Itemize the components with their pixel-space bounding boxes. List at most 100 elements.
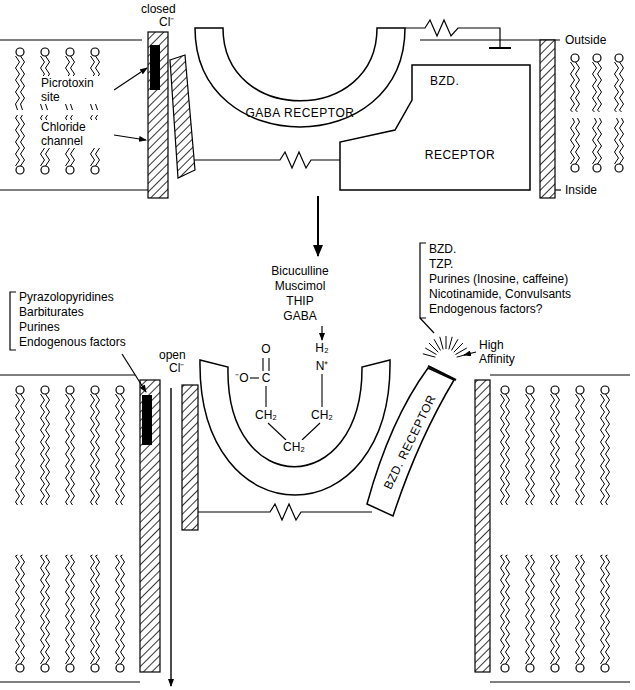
leader-arrow: [114, 68, 147, 90]
receptor-name: GABA RECEPTOR: [246, 106, 355, 120]
lipid-head: [66, 166, 74, 174]
lipid-head: [16, 386, 24, 394]
lipid-tail: [598, 118, 602, 164]
lipid-tail: [21, 394, 25, 505]
lipid-head: [16, 664, 24, 672]
channel-wall: [475, 380, 490, 672]
lipid-head: [116, 664, 124, 672]
lipid-tail: [16, 394, 20, 505]
spring-link: [198, 504, 372, 520]
receptor-name: RECEPTOR: [425, 148, 495, 162]
lipid-head: [576, 386, 584, 394]
atom-label: O: [260, 342, 271, 356]
lipid-head: [593, 54, 601, 62]
ligand-name: Endogenous factors: [18, 335, 127, 349]
atom-label: H₂: [314, 341, 329, 355]
lipid-head: [66, 386, 74, 394]
picrotoxin-site: [150, 45, 160, 90]
ligand-name: Barbiturates: [18, 305, 85, 319]
lipid-tail: [526, 555, 530, 664]
membrane-line: [490, 374, 630, 375]
lipid-tail: [606, 394, 610, 505]
leader-arrow: [114, 135, 146, 140]
ligand-name: Nicotinamide, Convulsants: [428, 287, 572, 301]
lipid-tail: [598, 62, 602, 112]
lipid-tail: [601, 394, 605, 505]
ligand-name: Bicuculline: [270, 264, 329, 278]
lipid-tail: [571, 62, 575, 112]
site-label: Picrotoxin site: [40, 76, 114, 104]
lipid-tail: [526, 394, 530, 505]
lipid-head: [601, 386, 609, 394]
lipid-tail: [593, 62, 597, 112]
lipid-tail: [121, 555, 125, 664]
leader-arrow: [321, 326, 322, 340]
lipid-head: [501, 664, 509, 672]
lipid-tail: [46, 394, 50, 505]
lipid-tail: [121, 394, 125, 505]
lipid-tail: [501, 555, 505, 664]
bzd-receptor: BZD.RECEPTOR: [335, 60, 535, 195]
lipid-head: [66, 48, 74, 56]
channel-wall: [140, 380, 160, 672]
ligand-name: Purines: [18, 320, 61, 334]
channel-wall: [540, 40, 555, 198]
atom-label: CH₂: [282, 440, 306, 454]
membrane-line: [0, 374, 135, 375]
lipid-head: [66, 664, 74, 672]
side-label: Outside: [564, 33, 607, 47]
lipid-tail: [71, 555, 75, 664]
lipid-tail: [531, 394, 535, 505]
lipid-head: [593, 164, 601, 172]
lipid-tail: [96, 394, 100, 505]
membrane-line: [0, 189, 148, 190]
lipid-tail: [576, 555, 580, 664]
lipid-head: [571, 54, 579, 62]
lipid-tail: [21, 56, 25, 110]
atom-label: CH₂: [310, 408, 334, 422]
lipid-tail: [581, 394, 585, 505]
membrane-line: [490, 681, 630, 682]
ligand-name: BZD.: [428, 242, 457, 256]
inhibit-bar: [489, 47, 511, 49]
lipid-tail: [551, 555, 555, 664]
lipid-tail: [116, 394, 120, 505]
lipid-head: [91, 48, 99, 56]
lipid-tail: [16, 555, 20, 664]
affinity-label: High Affinity: [478, 338, 538, 366]
lipid-tail: [21, 115, 25, 166]
ligand-name: GABA: [282, 309, 317, 323]
membrane-line: [555, 189, 561, 190]
lipid-tail: [41, 555, 45, 664]
atom-label: C: [261, 371, 272, 385]
spring-link: [194, 152, 340, 168]
lipid-tail: [16, 56, 20, 110]
ligand-name: Pyrazolopyridines: [18, 290, 115, 304]
lipid-head: [41, 166, 49, 174]
spring-link: [405, 20, 500, 48]
lipid-head: [16, 48, 24, 56]
lipid-tail: [21, 555, 25, 664]
lipid-tail: [551, 394, 555, 505]
lipid-tail: [593, 118, 597, 164]
lipid-tail: [531, 555, 535, 664]
lipid-tail: [116, 555, 120, 664]
lipid-tail: [506, 394, 510, 505]
channel-wall: [182, 385, 198, 530]
transition-arrow: [317, 196, 319, 256]
lipid-tail: [576, 62, 580, 112]
membrane-line: [0, 681, 140, 682]
state-label: closed: [140, 2, 177, 16]
chloride-flow-arrow: [170, 388, 171, 686]
lipid-tail: [16, 115, 20, 166]
ligand-name: THIP: [285, 294, 314, 308]
bracket: [420, 243, 426, 318]
ion-label: Cl⁻: [168, 361, 185, 375]
lipid-tail: [556, 394, 560, 505]
ligand-name: TZP.: [428, 257, 454, 271]
lipid-tail: [581, 555, 585, 664]
membrane-line: [0, 39, 142, 40]
lipid-tail: [41, 394, 45, 505]
lipid-head: [41, 664, 49, 672]
lipid-head: [615, 54, 623, 62]
